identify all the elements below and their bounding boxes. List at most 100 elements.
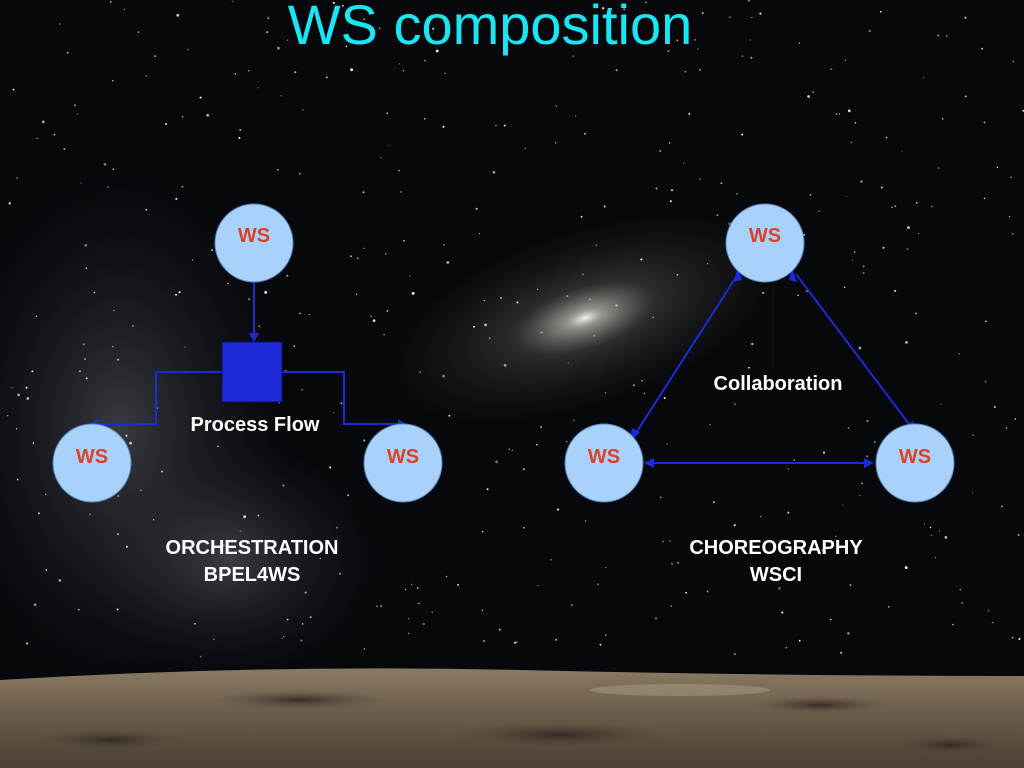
star — [457, 583, 460, 586]
star — [701, 12, 704, 14]
star — [984, 380, 987, 383]
star — [370, 315, 372, 318]
star — [540, 331, 543, 334]
star — [803, 234, 806, 236]
star — [868, 29, 871, 32]
star — [495, 460, 498, 464]
star — [103, 162, 107, 166]
star — [594, 26, 596, 28]
choreography-connectors — [633, 273, 913, 464]
star — [556, 508, 560, 511]
star — [239, 128, 242, 131]
star — [659, 150, 662, 152]
star — [301, 623, 304, 625]
star — [645, 1, 647, 4]
star — [8, 202, 11, 205]
star — [536, 288, 539, 291]
star — [741, 55, 744, 57]
star — [835, 535, 837, 537]
star — [915, 312, 917, 315]
star — [398, 63, 401, 65]
star — [93, 291, 96, 294]
orchestration-caption-line2: BPEL4WS — [203, 564, 301, 586]
star — [350, 255, 352, 258]
star — [31, 370, 34, 373]
star — [372, 319, 376, 322]
star — [117, 495, 120, 497]
star — [670, 605, 673, 607]
star — [915, 201, 918, 204]
star — [733, 524, 736, 527]
star — [860, 180, 863, 183]
star — [15, 428, 18, 430]
star — [308, 313, 310, 316]
star — [750, 56, 753, 59]
star — [404, 589, 407, 591]
star — [63, 148, 66, 151]
star — [880, 186, 883, 189]
star — [1005, 427, 1008, 429]
star — [435, 49, 439, 53]
star — [536, 443, 538, 446]
connector-process-to-left — [98, 371, 222, 425]
star — [107, 186, 109, 188]
star — [442, 374, 445, 378]
ws-node — [52, 423, 132, 503]
star — [923, 523, 926, 525]
star — [566, 295, 569, 298]
star — [444, 72, 446, 74]
star — [698, 178, 701, 181]
star — [194, 622, 196, 625]
star — [555, 105, 558, 108]
star — [38, 512, 40, 515]
star — [26, 642, 29, 645]
star — [267, 17, 270, 20]
star — [885, 136, 888, 139]
star — [217, 445, 219, 448]
star — [661, 540, 665, 543]
star — [360, 24, 362, 27]
star — [952, 623, 954, 626]
star — [212, 638, 215, 641]
star — [879, 10, 882, 13]
star — [112, 80, 114, 82]
star — [152, 519, 155, 521]
star — [45, 569, 48, 571]
star — [446, 261, 450, 264]
choreography-caption-line1: CHOREOGRAPHY — [689, 537, 863, 559]
star — [604, 392, 607, 394]
star — [1012, 636, 1014, 639]
star — [845, 195, 847, 198]
star — [481, 530, 484, 533]
star — [930, 534, 933, 536]
star — [847, 631, 850, 635]
star — [945, 35, 948, 38]
star — [129, 441, 133, 445]
star — [652, 316, 654, 318]
star — [622, 43, 625, 45]
star — [45, 493, 47, 495]
star — [199, 96, 202, 99]
star — [409, 275, 411, 277]
star — [301, 389, 303, 391]
choreography-caption-line2: WSCI — [749, 564, 803, 586]
star — [522, 468, 525, 471]
star — [73, 104, 76, 107]
star — [894, 289, 897, 292]
star — [987, 610, 990, 612]
star — [522, 526, 525, 529]
star — [888, 606, 890, 608]
star — [6, 414, 9, 417]
star — [669, 540, 671, 542]
star — [418, 602, 420, 605]
star — [503, 124, 506, 127]
ws-node — [725, 203, 805, 283]
star — [248, 298, 250, 300]
star — [585, 520, 587, 522]
arrow-head — [733, 268, 742, 282]
star — [862, 265, 865, 268]
star — [398, 169, 400, 172]
star — [76, 113, 78, 115]
star — [632, 384, 635, 387]
